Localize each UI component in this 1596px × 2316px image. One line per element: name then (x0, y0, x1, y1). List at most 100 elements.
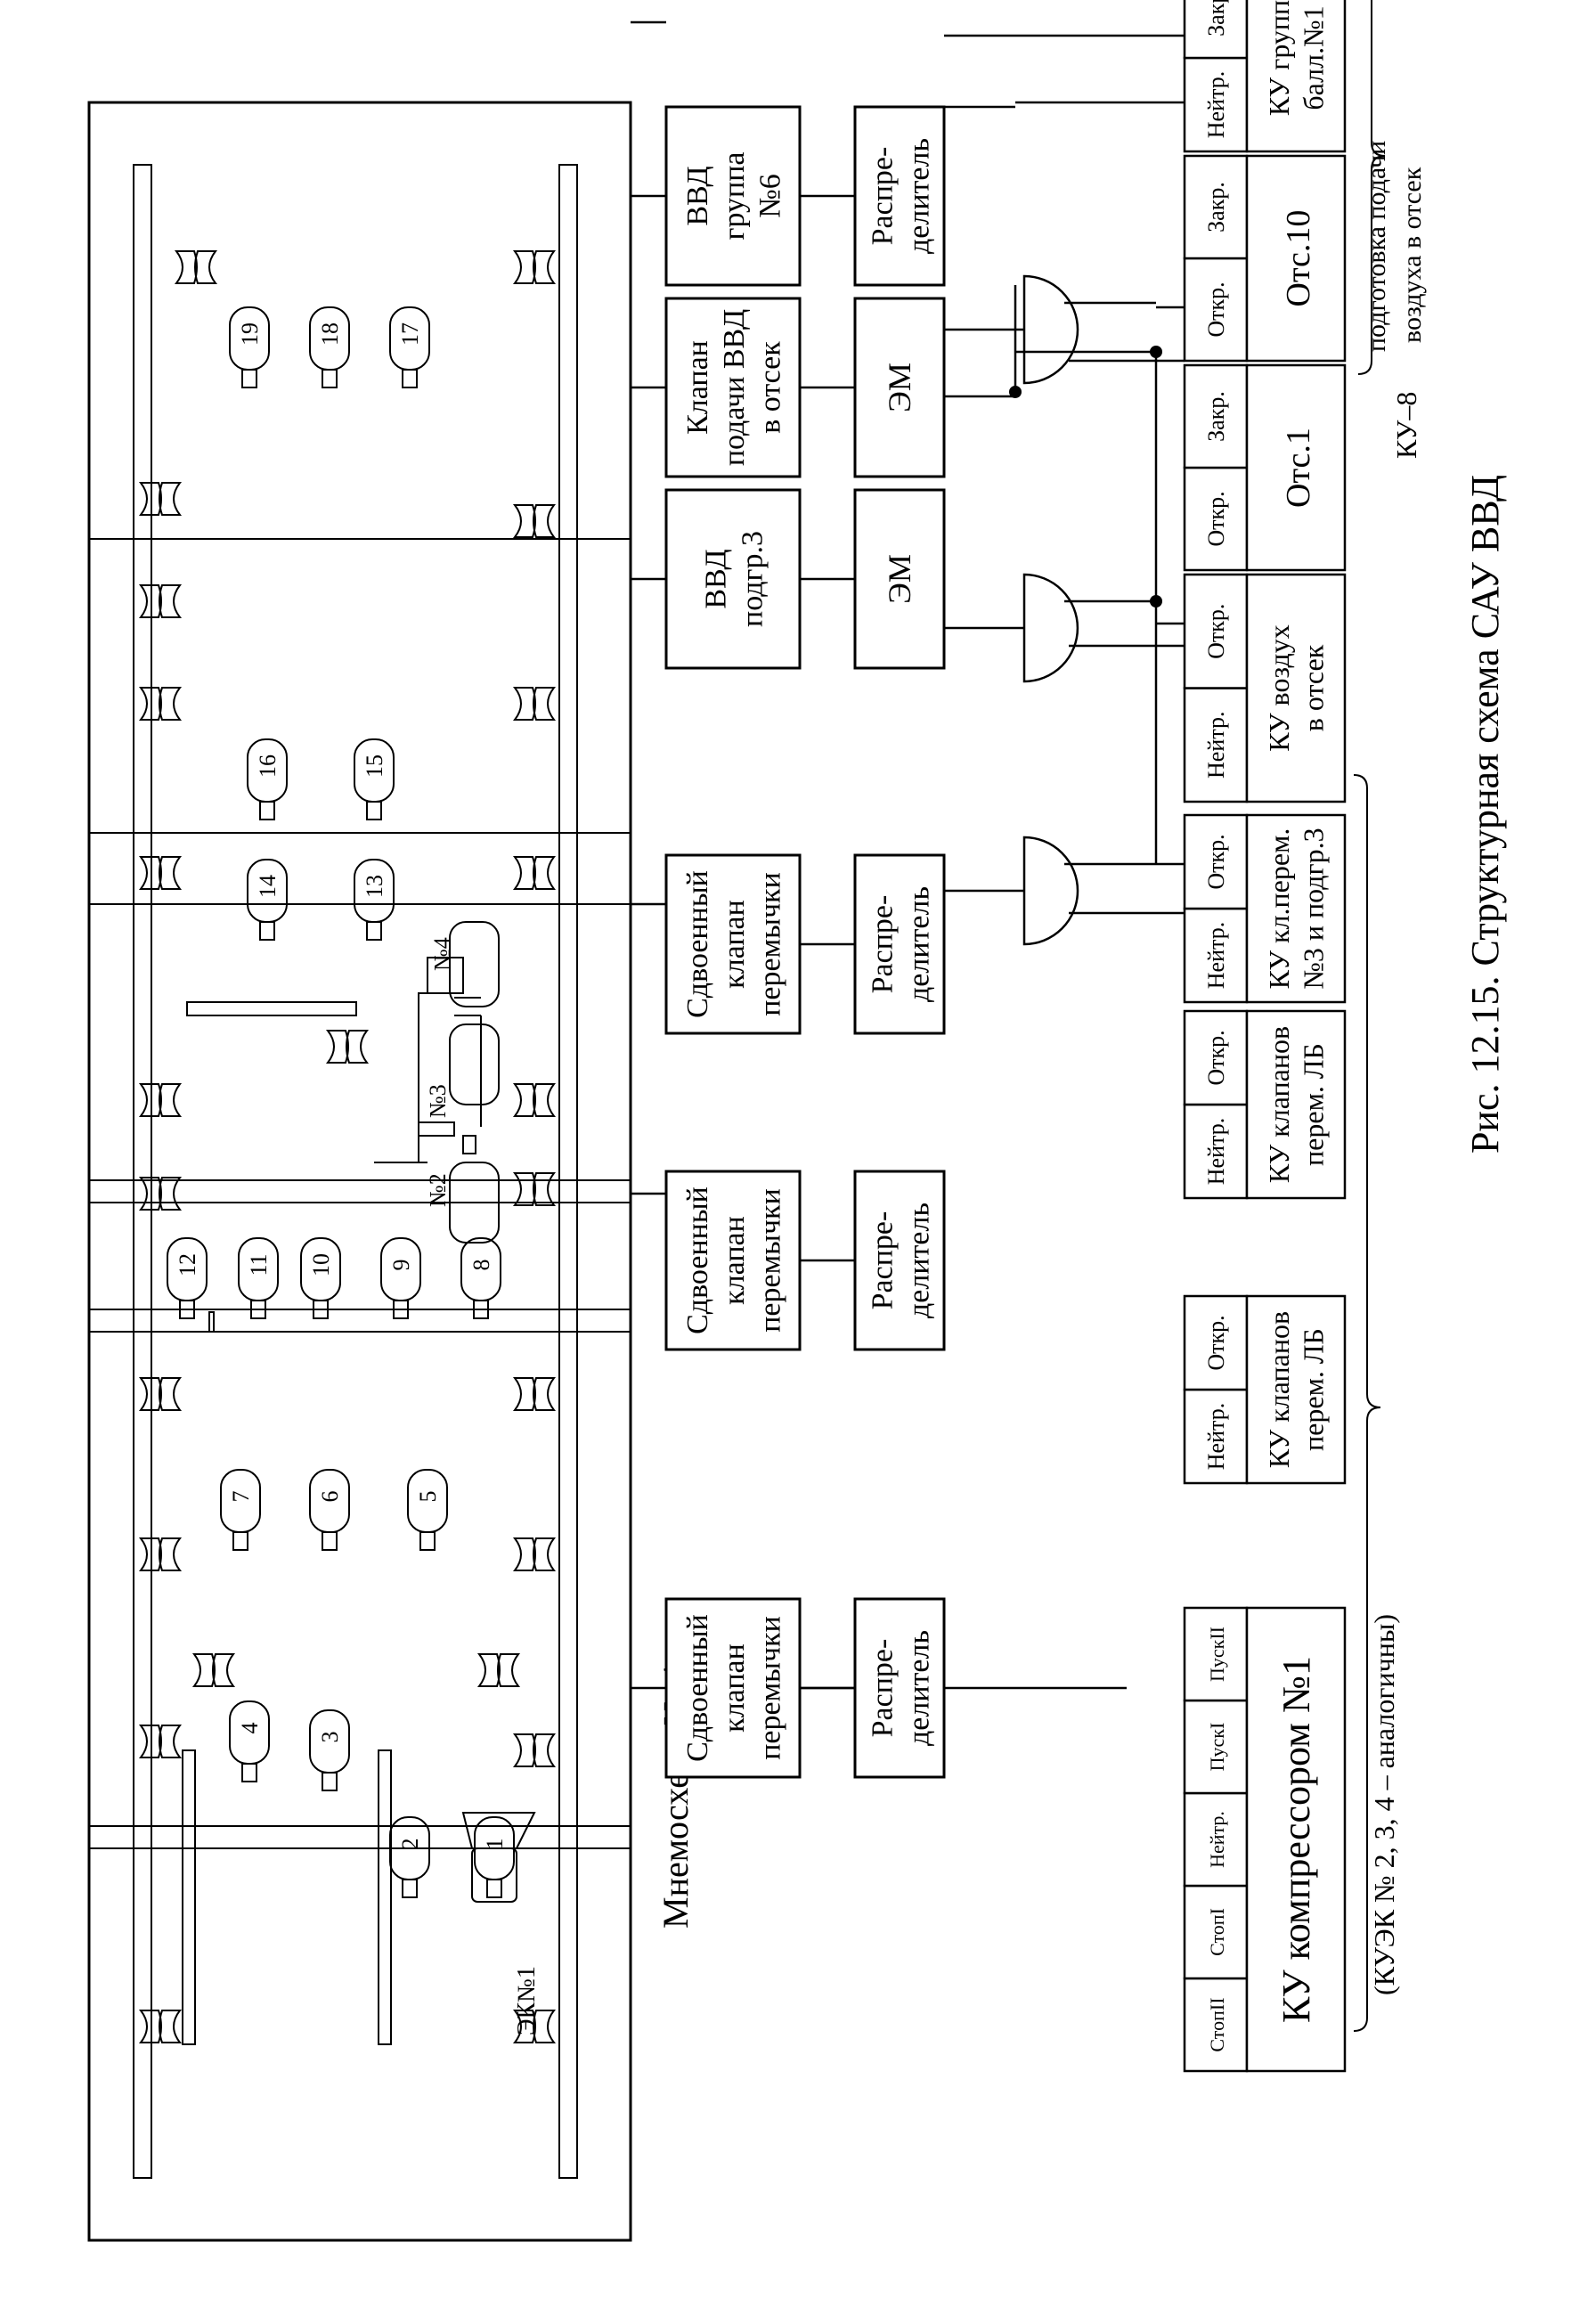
valve-symbol-8 (512, 1537, 557, 1571)
panel-switch-cell[interactable]: Нейтр. (1183, 56, 1249, 153)
panel-switch-cell[interactable]: Откр. (1183, 813, 1249, 910)
panel-switch-cell[interactable]: СтопI (1183, 1884, 1249, 1980)
distributor-2-box: Распре-делитель (800, 1170, 946, 1351)
bottle-18: 18 (309, 306, 350, 388)
bottle-19: 19 (229, 306, 270, 388)
bar-b (378, 1749, 392, 2045)
bottle-9: 9 (380, 1237, 421, 1319)
valve-symbols (138, 250, 557, 2043)
distributor-1-line-1: Распре- (867, 1639, 900, 1738)
panel-switch-cell[interactable]: Откр. (1183, 573, 1249, 689)
panel-switch-cell[interactable]: Откр. (1183, 1009, 1249, 1106)
distributor-2-line-1: Распре- (867, 1211, 900, 1310)
cell-label: ПускI (1206, 1723, 1228, 1772)
bottle-number: 3 (317, 1732, 343, 1743)
panel-switch-cell[interactable]: Откр. (1183, 1294, 1249, 1391)
panel-switch-cell[interactable]: Закр. (1183, 0, 1249, 60)
bottle-14: 14 (247, 859, 288, 941)
cell-label: СтопII (1206, 1997, 1228, 2051)
panel-name-line-2: перем. ЛБ (1297, 1328, 1329, 1451)
panel-name: Отс.10 (1280, 210, 1317, 307)
valve-symbol-2 (512, 2010, 557, 2043)
valve-symbol-7 (512, 1377, 557, 1411)
bottle-number: 10 (308, 1253, 334, 1276)
panel-name: Отс.1 (1280, 428, 1317, 508)
panel-switch-cell[interactable]: Нейтр. (1183, 907, 1249, 1004)
valve-symbol-5 (138, 1537, 183, 1571)
cell-label: Нейтр. (1203, 712, 1229, 779)
valve-symbol-15 (138, 687, 183, 721)
valve-symbol-20 (512, 504, 557, 538)
bar-a (182, 1749, 196, 2045)
valve-symbol-3 (138, 1725, 183, 1758)
panel-switch-cell[interactable]: СтопII (1183, 1977, 1249, 2073)
bottle-number: 5 (415, 1491, 441, 1503)
distributor-4-line-1: Распре- (867, 147, 900, 246)
em-1-box: ЭМ (800, 488, 946, 670)
cell-label: Откр. (1203, 1315, 1229, 1370)
valve-symbol-9 (191, 1653, 236, 1687)
em-1-label: ЭМ (882, 554, 917, 604)
panel-switch-cell[interactable]: Нейтр. (1183, 1103, 1249, 1200)
jumper-valve-2-line-1: Сдвоенный (681, 1187, 714, 1334)
feed-valve-line-1: Клапан (681, 340, 714, 435)
bottle-6: 6 (309, 1469, 350, 1551)
valve-symbol-18 (138, 584, 183, 618)
panel-switch-cell[interactable]: Нейтр. (1183, 1791, 1249, 1888)
bottle-number: 13 (362, 875, 387, 898)
cell-label: Откр. (1203, 1030, 1229, 1085)
distributor-3-line-2: делитель (902, 886, 935, 1002)
em-2-box: ЭМ (800, 297, 946, 478)
valve-symbol-23 (512, 1172, 557, 1206)
valve-symbol-11 (138, 1083, 183, 1117)
cell-label: Откр. (1203, 491, 1229, 546)
bar-c (186, 1001, 357, 1016)
jumper-valve-3-line-1: Сдвоенный (681, 870, 714, 1018)
bottle-number: 15 (362, 754, 387, 778)
panel-name-line-1: КУ кл.перем. (1263, 828, 1295, 990)
panel-switch-cell[interactable]: ПускII (1183, 1606, 1249, 1702)
pipe-upper (133, 164, 152, 2179)
valve-symbol-4 (512, 1733, 557, 1767)
panel-switch-cell[interactable]: Закр. (1183, 154, 1249, 260)
panel-switch-cell[interactable]: Нейтр. (1183, 687, 1249, 803)
valve-symbol-17 (512, 856, 557, 890)
panel-switch-cell[interactable]: ПускI (1183, 1699, 1249, 1795)
panel-switch-cell[interactable]: Нейтр. (1183, 1388, 1249, 1485)
vvd-group-6-line-2: группа (718, 152, 751, 241)
distributor-1-line-2: делитель (902, 1630, 935, 1746)
panel-jumper-3[interactable]: Нейтр.Откр.КУ кл.перем.№3 и подгр.3 (1183, 813, 1347, 1004)
distributor-2-line-2: делитель (902, 1203, 935, 1318)
prep-note-2: воздуха в отсек (1397, 167, 1427, 343)
jumper-valve-2-line-2: клапан (718, 1216, 751, 1305)
cell-label: Нейтр. (1206, 1811, 1228, 1868)
jumper-valve-1-line-2: клапан (718, 1643, 751, 1733)
bottle-number: 19 (237, 322, 263, 346)
bottle-10: 10 (300, 1237, 341, 1319)
panel-comp1[interactable]: Откр. Закр. Отс.1 (1183, 363, 1347, 572)
panel-switch-cell[interactable]: Откр. (1183, 257, 1249, 363)
panel-name-line-1: КУ групп (1263, 0, 1295, 116)
bottle-number: 17 (397, 322, 423, 346)
cell-label: Нейтр. (1203, 71, 1229, 138)
bottle-number: 1 (482, 1839, 508, 1850)
prep-note-1: подготовка подачи (1362, 141, 1391, 352)
panel-switch-cell[interactable]: Откр. (1183, 466, 1249, 572)
bottle-number: 7 (228, 1491, 254, 1503)
mnemo-frame (87, 101, 632, 2242)
valve-symbol-14 (138, 856, 183, 890)
panel-switch-cell[interactable]: Закр. (1183, 363, 1249, 469)
panel-comp10[interactable]: Откр.Закр. Отс.10 (1183, 154, 1347, 363)
bottle-number: 16 (255, 754, 281, 778)
em-2-label: ЭМ (882, 363, 917, 412)
cell-label: Нейтр. (1203, 1403, 1229, 1470)
bottle-3: 3 (309, 1709, 350, 1791)
